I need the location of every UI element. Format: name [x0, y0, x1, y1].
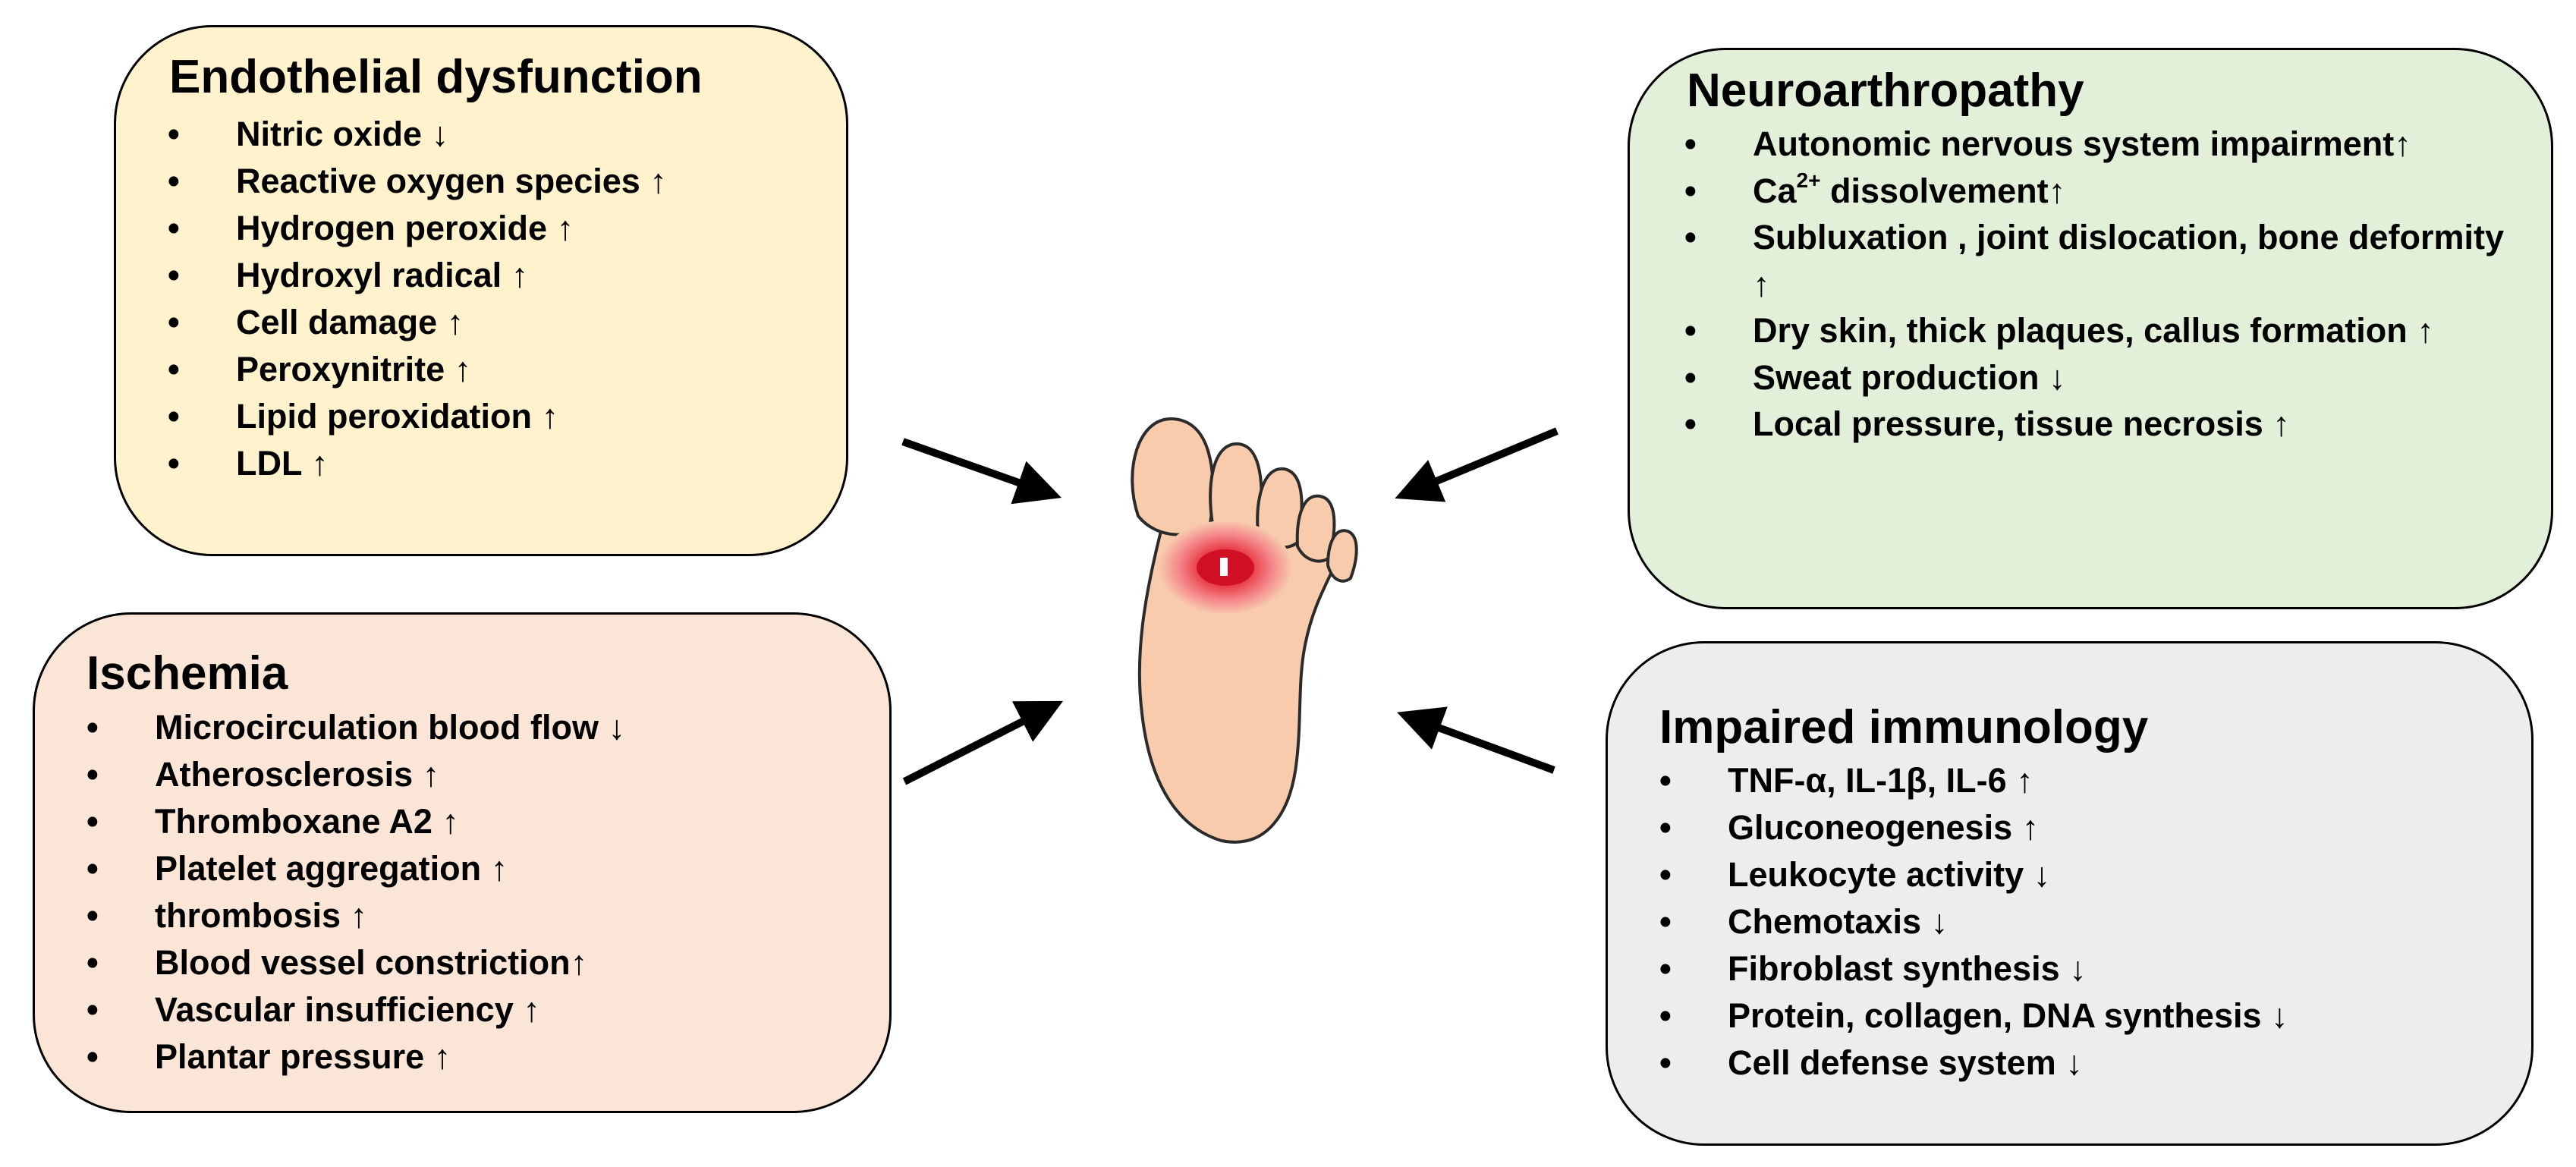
list-item: TNF-α, IL-1β, IL-6 ↑: [1659, 757, 2509, 804]
list-item: Plantar pressure ↑: [86, 1033, 876, 1080]
list-item-text: Hydrogen peroxide ↑: [236, 209, 574, 247]
list-item: LDL ↑: [168, 440, 835, 487]
list-item: Sweat production ↓: [1684, 354, 2527, 401]
list-item-text: Cell defense system ↓: [1728, 1043, 2083, 1082]
list-item: Dry skin, thick plaques, callus formatio…: [1684, 307, 2527, 354]
list-item-text: Lipid peroxidation ↑: [236, 397, 558, 436]
list-item-text-tail: dissolvement↑: [1820, 171, 2066, 210]
list-item: thrombosis ↑: [86, 892, 876, 939]
list-item-text: Local pressure, tissue necrosis ↑: [1753, 404, 2290, 443]
list-item-text: Platelet aggregation ↑: [155, 849, 508, 888]
list-item-text: Vascular insufficiency ↑: [155, 990, 540, 1029]
list-item-text: thrombosis ↑: [155, 896, 368, 935]
list-item-text: Cell damage ↑: [236, 303, 464, 341]
list-item: Local pressure, tissue necrosis ↑: [1684, 401, 2527, 448]
arrow-icon: [902, 700, 1064, 785]
list-item: Gluconeogenesis ↑: [1659, 804, 2509, 851]
list-item-text: Hydroxyl radical ↑: [236, 256, 529, 294]
list-item: Reactive oxygen species ↑: [168, 158, 835, 205]
list-item: Hydrogen peroxide ↑: [168, 205, 835, 252]
list-item: Nitric oxide ↓: [168, 111, 835, 158]
list-item-text: Fibroblast synthesis ↓: [1728, 949, 2087, 988]
list-item: Cell damage ↑: [168, 299, 835, 346]
arrow-icon: [901, 438, 1062, 505]
ischemia-box: Ischemia Microcirculation blood flow ↓ At…: [33, 612, 892, 1113]
impaired-immunology-title: Impaired immunology: [1659, 701, 2149, 753]
list-item-text: Gluconeogenesis ↑: [1728, 808, 2040, 847]
endothelial-dysfunction-box: Endothelial dysfunction Nitric oxide ↓ Re…: [114, 25, 848, 556]
list-item-text: LDL ↑: [236, 444, 329, 483]
list-item-text: Thromboxane A2 ↑: [155, 802, 459, 841]
impaired-immunology-list: TNF-α, IL-1β, IL-6 ↑ Gluconeogenesis ↑ Leu…: [1659, 757, 2509, 1087]
list-item: Lipid peroxidation ↑: [168, 393, 835, 440]
list-item-text: Sweat production ↓: [1753, 357, 2066, 397]
list-item: Atherosclerosis ↑: [86, 751, 876, 798]
arrow-icon: [1397, 706, 1555, 774]
list-item-text: Nitric oxide ↓: [236, 115, 449, 153]
endothelial-dysfunction-list: Nitric oxide ↓ Reactive oxygen species ↑ H…: [168, 111, 835, 487]
neuroarthropathy-list: Autonomic nervous system impairment↑ Ca2+…: [1684, 121, 2527, 448]
list-item: Leukocyte activity ↓: [1659, 851, 2509, 898]
list-item: Hydroxyl radical ↑: [168, 252, 835, 299]
list-item: Peroxynitrite ↑: [168, 346, 835, 393]
list-item: Cell defense system ↓: [1659, 1040, 2509, 1087]
list-item-text: Protein, collagen, DNA synthesis ↓: [1728, 996, 2288, 1035]
list-item-text: Blood vessel constriction↑: [155, 943, 588, 982]
list-item-text: TNF-α, IL-1β, IL-6 ↑: [1728, 761, 2033, 800]
list-item-text: Dry skin, thick plaques, callus formatio…: [1753, 311, 2434, 350]
list-item-text: Peroxynitrite ↑: [236, 350, 472, 388]
list-item: Ca2+ dissolvement↑: [1684, 168, 2527, 215]
list-item: Fibroblast synthesis ↓: [1659, 945, 2509, 992]
list-item-text: Ca: [1753, 171, 1797, 210]
list-item: Platelet aggregation ↑: [86, 845, 876, 892]
arrow-icon: [1395, 427, 1558, 502]
list-item-text: Microcirculation blood flow ↓: [155, 708, 626, 747]
list-item-text: Leukocyte activity ↓: [1728, 855, 2051, 894]
endothelial-dysfunction-title: Endothelial dysfunction: [169, 51, 703, 103]
list-item: Autonomic nervous system impairment↑: [1684, 121, 2527, 168]
list-item: Subluxation , joint dislocation, bone de…: [1684, 214, 2527, 307]
list-item-text: Reactive oxygen species ↑: [236, 162, 667, 200]
list-item-text: Chemotaxis ↓: [1728, 902, 1949, 941]
list-item: Microcirculation blood flow ↓: [86, 704, 876, 751]
list-item-text: Plantar pressure ↑: [155, 1037, 451, 1076]
list-item-text: Atherosclerosis ↑: [155, 755, 440, 794]
neuroarthropathy-box: Neuroarthropathy Autonomic nervous syste…: [1628, 48, 2553, 609]
list-item-text: Subluxation , joint dislocation, bone de…: [1753, 218, 2514, 304]
list-item-superscript: 2+: [1796, 168, 1821, 192]
list-item: Thromboxane A2 ↑: [86, 798, 876, 845]
list-item: Chemotaxis ↓: [1659, 898, 2509, 945]
ischemia-title: Ischemia: [86, 647, 288, 700]
list-item: Protein, collagen, DNA synthesis ↓: [1659, 992, 2509, 1040]
impaired-immunology-box: Impaired immunology TNF-α, IL-1β, IL-6 ↑…: [1606, 641, 2534, 1146]
list-item-text: Autonomic nervous system impairment↑: [1753, 124, 2411, 163]
ischemia-list: Microcirculation blood flow ↓ Atheroscler…: [86, 704, 876, 1080]
list-item: Vascular insufficiency ↑: [86, 986, 876, 1033]
neuroarthropathy-title: Neuroarthropathy: [1687, 64, 2084, 117]
foot-with-ulcer-icon: [1131, 417, 1358, 844]
list-item: Blood vessel constriction↑: [86, 939, 876, 986]
